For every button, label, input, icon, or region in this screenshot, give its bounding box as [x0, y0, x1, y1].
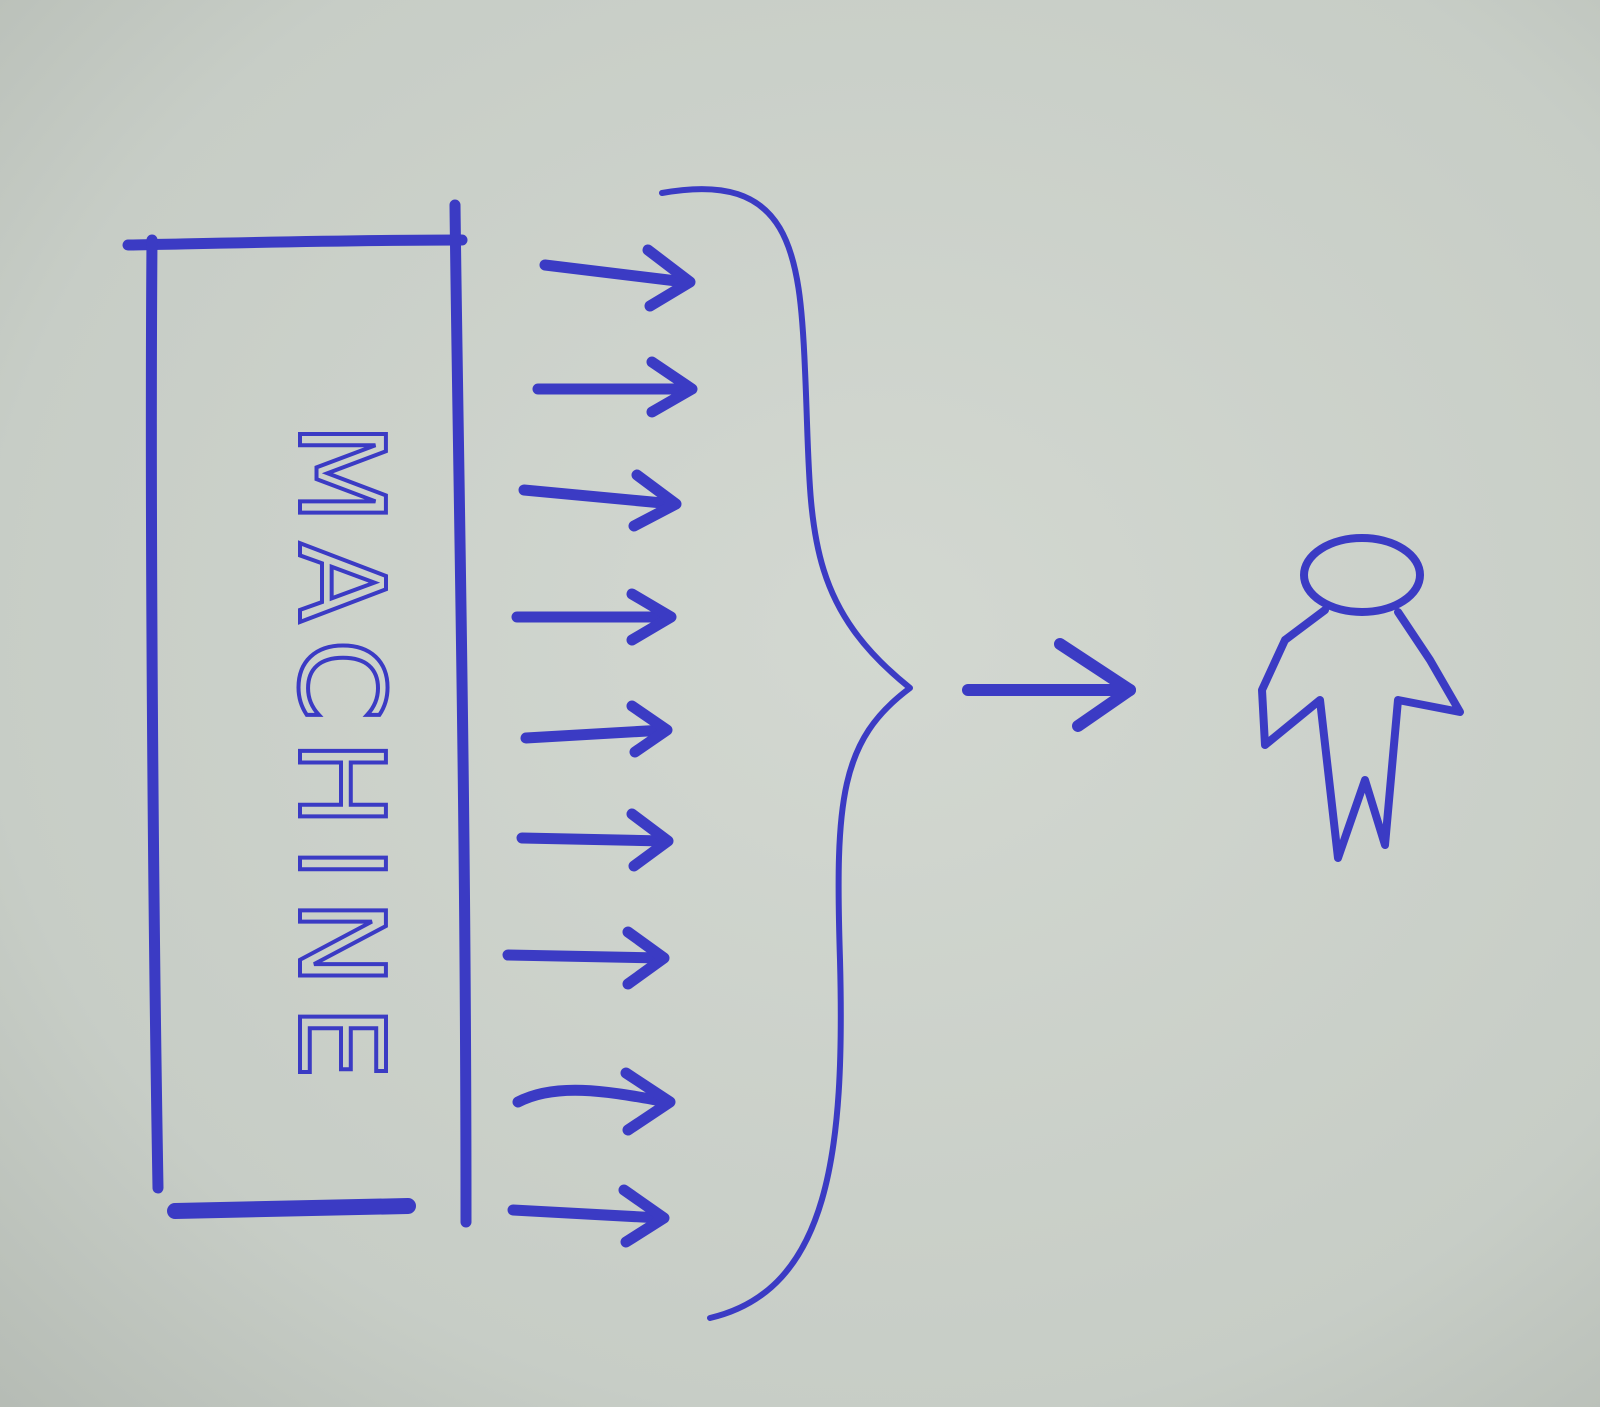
machine-box [122, 199, 472, 1228]
result-arrow [962, 638, 1136, 732]
output-arrow [511, 588, 677, 646]
output-arrow [502, 926, 670, 990]
output-arrow [520, 700, 673, 758]
output-arrow [539, 244, 696, 312]
output-arrow [518, 469, 682, 532]
output-arrows [502, 244, 698, 1248]
machine-label: MACHINE [272, 422, 410, 1097]
person-icon [1258, 534, 1464, 862]
curly-brace [659, 186, 913, 1321]
output-arrow [512, 1067, 676, 1136]
machine-label-group: MACHINE [270, 420, 412, 1099]
output-arrow [532, 356, 698, 418]
output-arrow [516, 808, 674, 872]
output-arrow [507, 1184, 670, 1248]
